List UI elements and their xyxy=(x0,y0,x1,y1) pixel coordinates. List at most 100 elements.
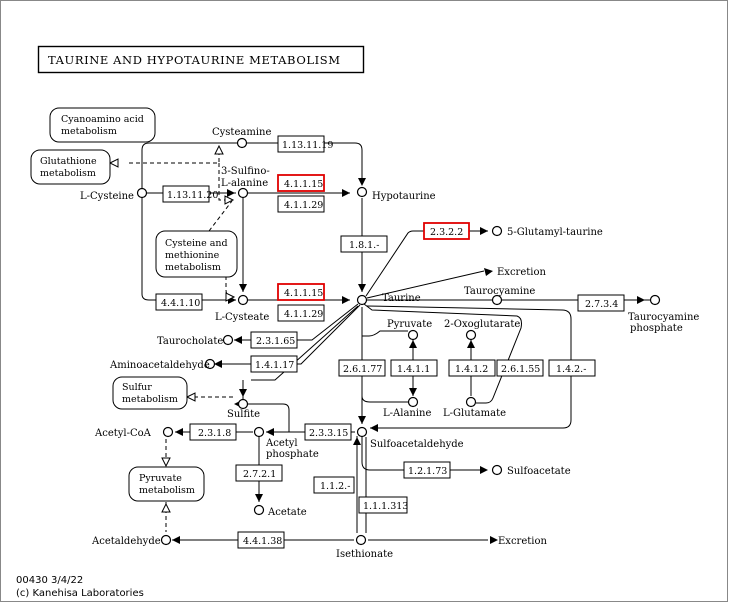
enzyme-1-13-11-19[interactable]: 1.13.11.19 xyxy=(277,135,333,153)
enzyme-2-3-3-15[interactable]: 2.3.3.15 xyxy=(304,423,352,441)
label-aminoacetaldehyde: Aminoacetaldehyde xyxy=(109,360,210,371)
enzyme-label: 1.13.11.19 xyxy=(282,140,333,151)
node-isethionate[interactable] xyxy=(355,534,367,546)
enzyme-label: 4.1.1.15 xyxy=(284,179,323,190)
enzyme-1-4-1-17[interactable]: 1.4.1.17 xyxy=(250,355,298,373)
compound-nodes xyxy=(136,137,661,546)
map-cyanoamino-acid[interactable]: Cyanoamino acid metabolism xyxy=(49,107,156,143)
enzyme-2-7-2-1[interactable]: 2.7.2.1 xyxy=(235,464,283,482)
enzyme-label: 4.1.1.15 xyxy=(284,288,323,299)
label-excretion-bottom: Excretion xyxy=(498,536,547,547)
enzyme-4-1-1-29-bottom[interactable]: 4.1.1.29 xyxy=(277,304,325,322)
enzyme-label: 2.7.3.4 xyxy=(585,299,618,310)
label-hypotaurine: Hypotaurine xyxy=(372,191,436,202)
enzyme-2-3-1-65[interactable]: 2.3.1.65 xyxy=(250,331,298,349)
node-sulfoacetate[interactable] xyxy=(491,464,503,476)
enzyme-label: 2.6.1.55 xyxy=(501,364,540,375)
map-sulfur[interactable]: Sulfur metabolism xyxy=(112,376,188,410)
enzyme-label: 1.4.1.1 xyxy=(397,364,430,375)
enzyme-4-1-1-29-top[interactable]: 4.1.1.29 xyxy=(277,195,325,213)
enzyme-1-1-2[interactable]: 1.1.2.- xyxy=(313,476,355,494)
enzyme-2-3-1-8[interactable]: 2.3.1.8 xyxy=(189,423,237,441)
node-hypotaurine[interactable] xyxy=(356,186,368,198)
enzyme-4-4-1-10[interactable]: 4.4.1.10 xyxy=(155,293,203,311)
enzyme-label: 4.1.1.29 xyxy=(284,309,323,320)
enzyme-2-3-2-2[interactable]: 2.3.2.2 xyxy=(423,222,470,240)
node-taurine[interactable] xyxy=(356,294,368,306)
node-acetyl-phosphate[interactable] xyxy=(253,426,265,438)
enzyme-label: 1.2.1.73 xyxy=(408,466,447,477)
enzyme-2-7-3-4[interactable]: 2.7.3.4 xyxy=(577,294,625,312)
label-glutamyl-taurine: 5-Glutamyl-taurine xyxy=(507,227,603,238)
node-glutamyl-taurine[interactable] xyxy=(491,225,503,237)
enzyme-1-4-1-2[interactable]: 1.4.1.2 xyxy=(448,359,496,377)
label-taurocyamine: Taurocyamine xyxy=(464,286,535,297)
label-l-glutamate: L-Glutamate xyxy=(443,408,506,419)
label-taurine: Taurine xyxy=(382,293,421,304)
node-l-cysteine[interactable] xyxy=(136,187,148,199)
enzyme-label: 2.6.1.77 xyxy=(343,364,382,375)
compound-labels: Cysteamine 3-Sulfino- L-alanine L-Cystei… xyxy=(80,127,699,560)
map-pyruvate[interactable]: Pyruvate metabolism xyxy=(128,466,205,502)
enzyme-label: 4.4.1.10 xyxy=(161,298,200,309)
map-glutathione[interactable]: Glutathione metabolism xyxy=(30,149,111,185)
map-label: methionine xyxy=(165,250,220,261)
enzyme-label: 2.3.1.8 xyxy=(198,428,231,439)
node-l-glutamate[interactable] xyxy=(465,396,477,408)
enzyme-1-4-2[interactable]: 1.4.2.- xyxy=(548,359,596,377)
node-sulfoacetaldehyde[interactable] xyxy=(356,426,368,438)
node-sulfite[interactable] xyxy=(237,398,249,410)
label-acetyl-coa: Acetyl-CoA xyxy=(94,428,152,439)
label-taurocyamine-phosphate-1: Taurocyamine xyxy=(628,312,699,323)
enzyme-2-6-1-55[interactable]: 2.6.1.55 xyxy=(496,359,544,377)
enzyme-1-4-1-1[interactable]: 1.4.1.1 xyxy=(390,359,438,377)
label-l-cysteate: L-Cysteate xyxy=(215,312,269,323)
enzyme-label: 2.7.2.1 xyxy=(243,469,276,480)
map-label: Cysteine and xyxy=(165,238,228,249)
enzyme-label: 1.1.2.- xyxy=(320,481,350,492)
label-pyruvate: Pyruvate xyxy=(387,319,432,330)
enzyme-1-8-1[interactable]: 1.8.1.- xyxy=(340,235,388,253)
node-aminoacetaldehyde[interactable] xyxy=(204,358,216,370)
map-label: Glutathione xyxy=(40,156,97,167)
node-pyruvate[interactable] xyxy=(407,329,419,341)
node-l-cysteate[interactable] xyxy=(237,294,249,306)
map-label: metabolism xyxy=(40,168,96,179)
node-acetate[interactable] xyxy=(253,504,265,516)
label-cysteamine: Cysteamine xyxy=(212,127,271,138)
enzyme-label: 1.1.1.313 xyxy=(363,501,408,512)
label-excretion-top: Excretion xyxy=(497,267,546,278)
node-cysteamine[interactable] xyxy=(236,137,248,149)
label-l-alanine: L-Alanine xyxy=(383,408,431,419)
map-label: Pyruvate xyxy=(139,473,182,484)
label-acetaldehyde: Acetaldehyde xyxy=(91,536,161,547)
enzyme-2-6-1-77[interactable]: 2.6.1.77 xyxy=(338,359,386,377)
map-label: metabolism xyxy=(165,262,221,273)
enzyme-4-4-1-38[interactable]: 4.4.1.38 xyxy=(237,531,285,549)
label-taurocyamine-phosphate-2: phosphate xyxy=(630,323,683,334)
enzyme-1-2-1-73[interactable]: 1.2.1.73 xyxy=(403,461,451,479)
enzyme-label: 1.8.1.- xyxy=(349,240,379,251)
node-acetyl-coa[interactable] xyxy=(162,426,174,438)
label-taurocholate: Taurocholate xyxy=(157,336,223,347)
node-acetaldehyde[interactable] xyxy=(160,534,172,546)
label-acetyl-phosphate-1: Acetyl xyxy=(265,438,298,449)
node-sulfino-alanine[interactable] xyxy=(237,187,249,199)
enzyme-4-1-1-15-bottom[interactable]: 4.1.1.15 xyxy=(277,283,325,301)
map-cysteine-methionine[interactable]: Cysteine and methionine metabolism xyxy=(155,230,238,278)
enzyme-label: 1.13.11.20 xyxy=(167,190,218,201)
enzyme-1-1-1-313[interactable]: 1.1.1.313 xyxy=(358,496,408,514)
map-footer: 00430 3/4/22 (c) Kanehisa Laboratories xyxy=(16,575,144,599)
node-l-alanine[interactable] xyxy=(407,396,419,408)
label-sulfino-alanine-2: L-alanine xyxy=(221,178,268,189)
enzyme-1-13-11-20[interactable]: 1.13.11.20 xyxy=(162,185,218,203)
node-taurocyamine-phosphate[interactable] xyxy=(649,294,661,306)
enzyme-label: 1.4.1.17 xyxy=(255,360,294,371)
node-oxoglutarate[interactable] xyxy=(465,329,477,341)
map-label: Cyanoamino acid xyxy=(61,114,144,125)
node-taurocyamine[interactable] xyxy=(491,294,503,306)
node-taurocholate[interactable] xyxy=(222,334,234,346)
enzyme-4-1-1-15-top[interactable]: 4.1.1.15 xyxy=(277,174,325,192)
